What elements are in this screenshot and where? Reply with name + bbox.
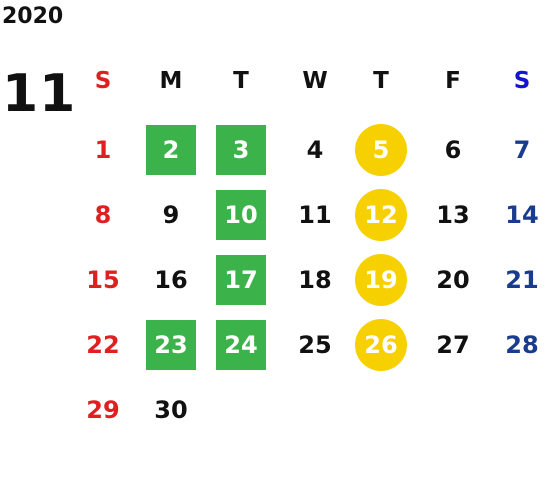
day-cell: 9 [162, 201, 180, 229]
weekday-header: F [445, 67, 461, 94]
day-cell: 6 [444, 136, 462, 164]
highlighted-day-circle: 5 [355, 124, 407, 176]
day-cell: 1 [94, 136, 112, 164]
highlighted-day-circle: 19 [355, 254, 407, 306]
weekday-header: T [373, 67, 389, 94]
highlighted-day-box: 17 [216, 255, 266, 305]
highlighted-day-box: 3 [216, 125, 266, 175]
day-cell: 25 [298, 331, 332, 359]
weekday-header: S [94, 67, 112, 94]
weekday-header: M [159, 67, 183, 94]
year-label: 2020 [2, 4, 64, 29]
day-cell: 20 [436, 266, 470, 294]
day-cell: 7 [513, 136, 531, 164]
day-cell: 27 [436, 331, 470, 359]
weekday-header: W [302, 67, 328, 94]
day-cell: 11 [298, 201, 332, 229]
month-number: 11 [2, 64, 77, 124]
day-cell: 4 [306, 136, 324, 164]
highlighted-day-box: 10 [216, 190, 266, 240]
highlighted-day-box: 24 [216, 320, 266, 370]
day-cell: 22 [86, 331, 120, 359]
day-cell: 30 [154, 396, 188, 424]
day-cell: 28 [505, 331, 539, 359]
day-cell: 29 [86, 396, 120, 424]
day-cell: 16 [154, 266, 188, 294]
day-cell: 21 [505, 266, 539, 294]
day-cell: 8 [94, 201, 112, 229]
highlighted-day-circle: 26 [355, 319, 407, 371]
highlighted-day-box: 23 [146, 320, 196, 370]
highlighted-day-box: 2 [146, 125, 196, 175]
weekday-header: S [513, 67, 531, 94]
highlighted-day-circle: 12 [355, 189, 407, 241]
day-cell: 14 [505, 201, 539, 229]
day-cell: 15 [86, 266, 120, 294]
day-cell: 13 [436, 201, 470, 229]
day-cell: 18 [298, 266, 332, 294]
weekday-header: T [233, 67, 249, 94]
